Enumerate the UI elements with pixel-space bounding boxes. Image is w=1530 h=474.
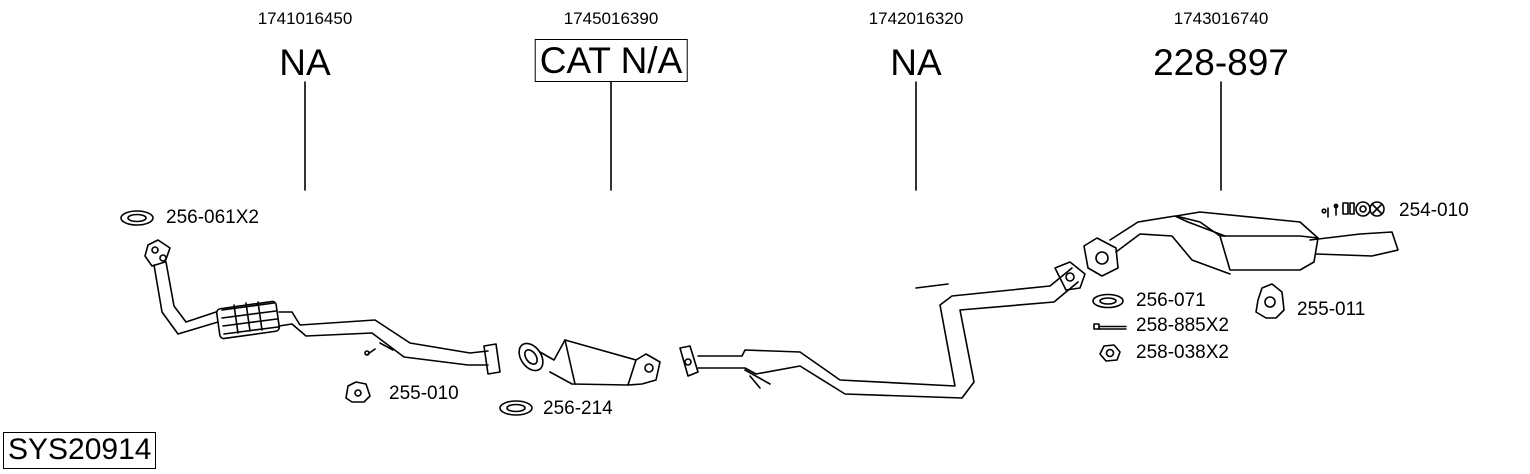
- nut-label: 258-038X2: [1136, 342, 1229, 363]
- gasket-front-label: 256-061X2: [166, 207, 259, 228]
- section-3-code: NA: [890, 42, 942, 83]
- hanger-icon: [1255, 283, 1285, 319]
- system-id: SYS20914: [3, 432, 157, 469]
- fitting-kit-label: 254-010: [1399, 200, 1469, 221]
- front-pipe-icon: [144, 239, 501, 375]
- hanger-label: 255-011: [1297, 299, 1366, 320]
- nut-icon: [1099, 344, 1121, 362]
- section-1-code: NA: [279, 42, 331, 83]
- mount-front-icon: [345, 381, 371, 403]
- rear-muffler-icon: [1083, 211, 1399, 277]
- section-4-part-number: 1743016740: [1173, 9, 1269, 28]
- section-2-code: CAT N/A: [534, 39, 688, 82]
- section-1-part-number: 1741016450: [257, 9, 353, 28]
- catalytic-converter-icon: [518, 339, 661, 386]
- section-2-part-number: 1745016390: [563, 9, 659, 28]
- section-3-part-number: 1742016320: [868, 9, 964, 28]
- bolt-icon: [1093, 323, 1127, 330]
- gasket-cat-label: 256-214: [543, 398, 613, 419]
- gasket-front-icon: [120, 210, 154, 226]
- gasket-rear-icon: [1092, 293, 1124, 309]
- intermediate-pipe-icon: [679, 261, 1086, 399]
- gasket-rear-label: 256-071: [1136, 290, 1206, 311]
- gasket-cat-icon: [499, 400, 533, 416]
- section-4-code: 228-897: [1153, 42, 1289, 83]
- fitting-kit-icon: [1321, 201, 1385, 218]
- mount-front-label: 255-010: [389, 383, 459, 404]
- bolt-label: 258-885X2: [1136, 315, 1229, 336]
